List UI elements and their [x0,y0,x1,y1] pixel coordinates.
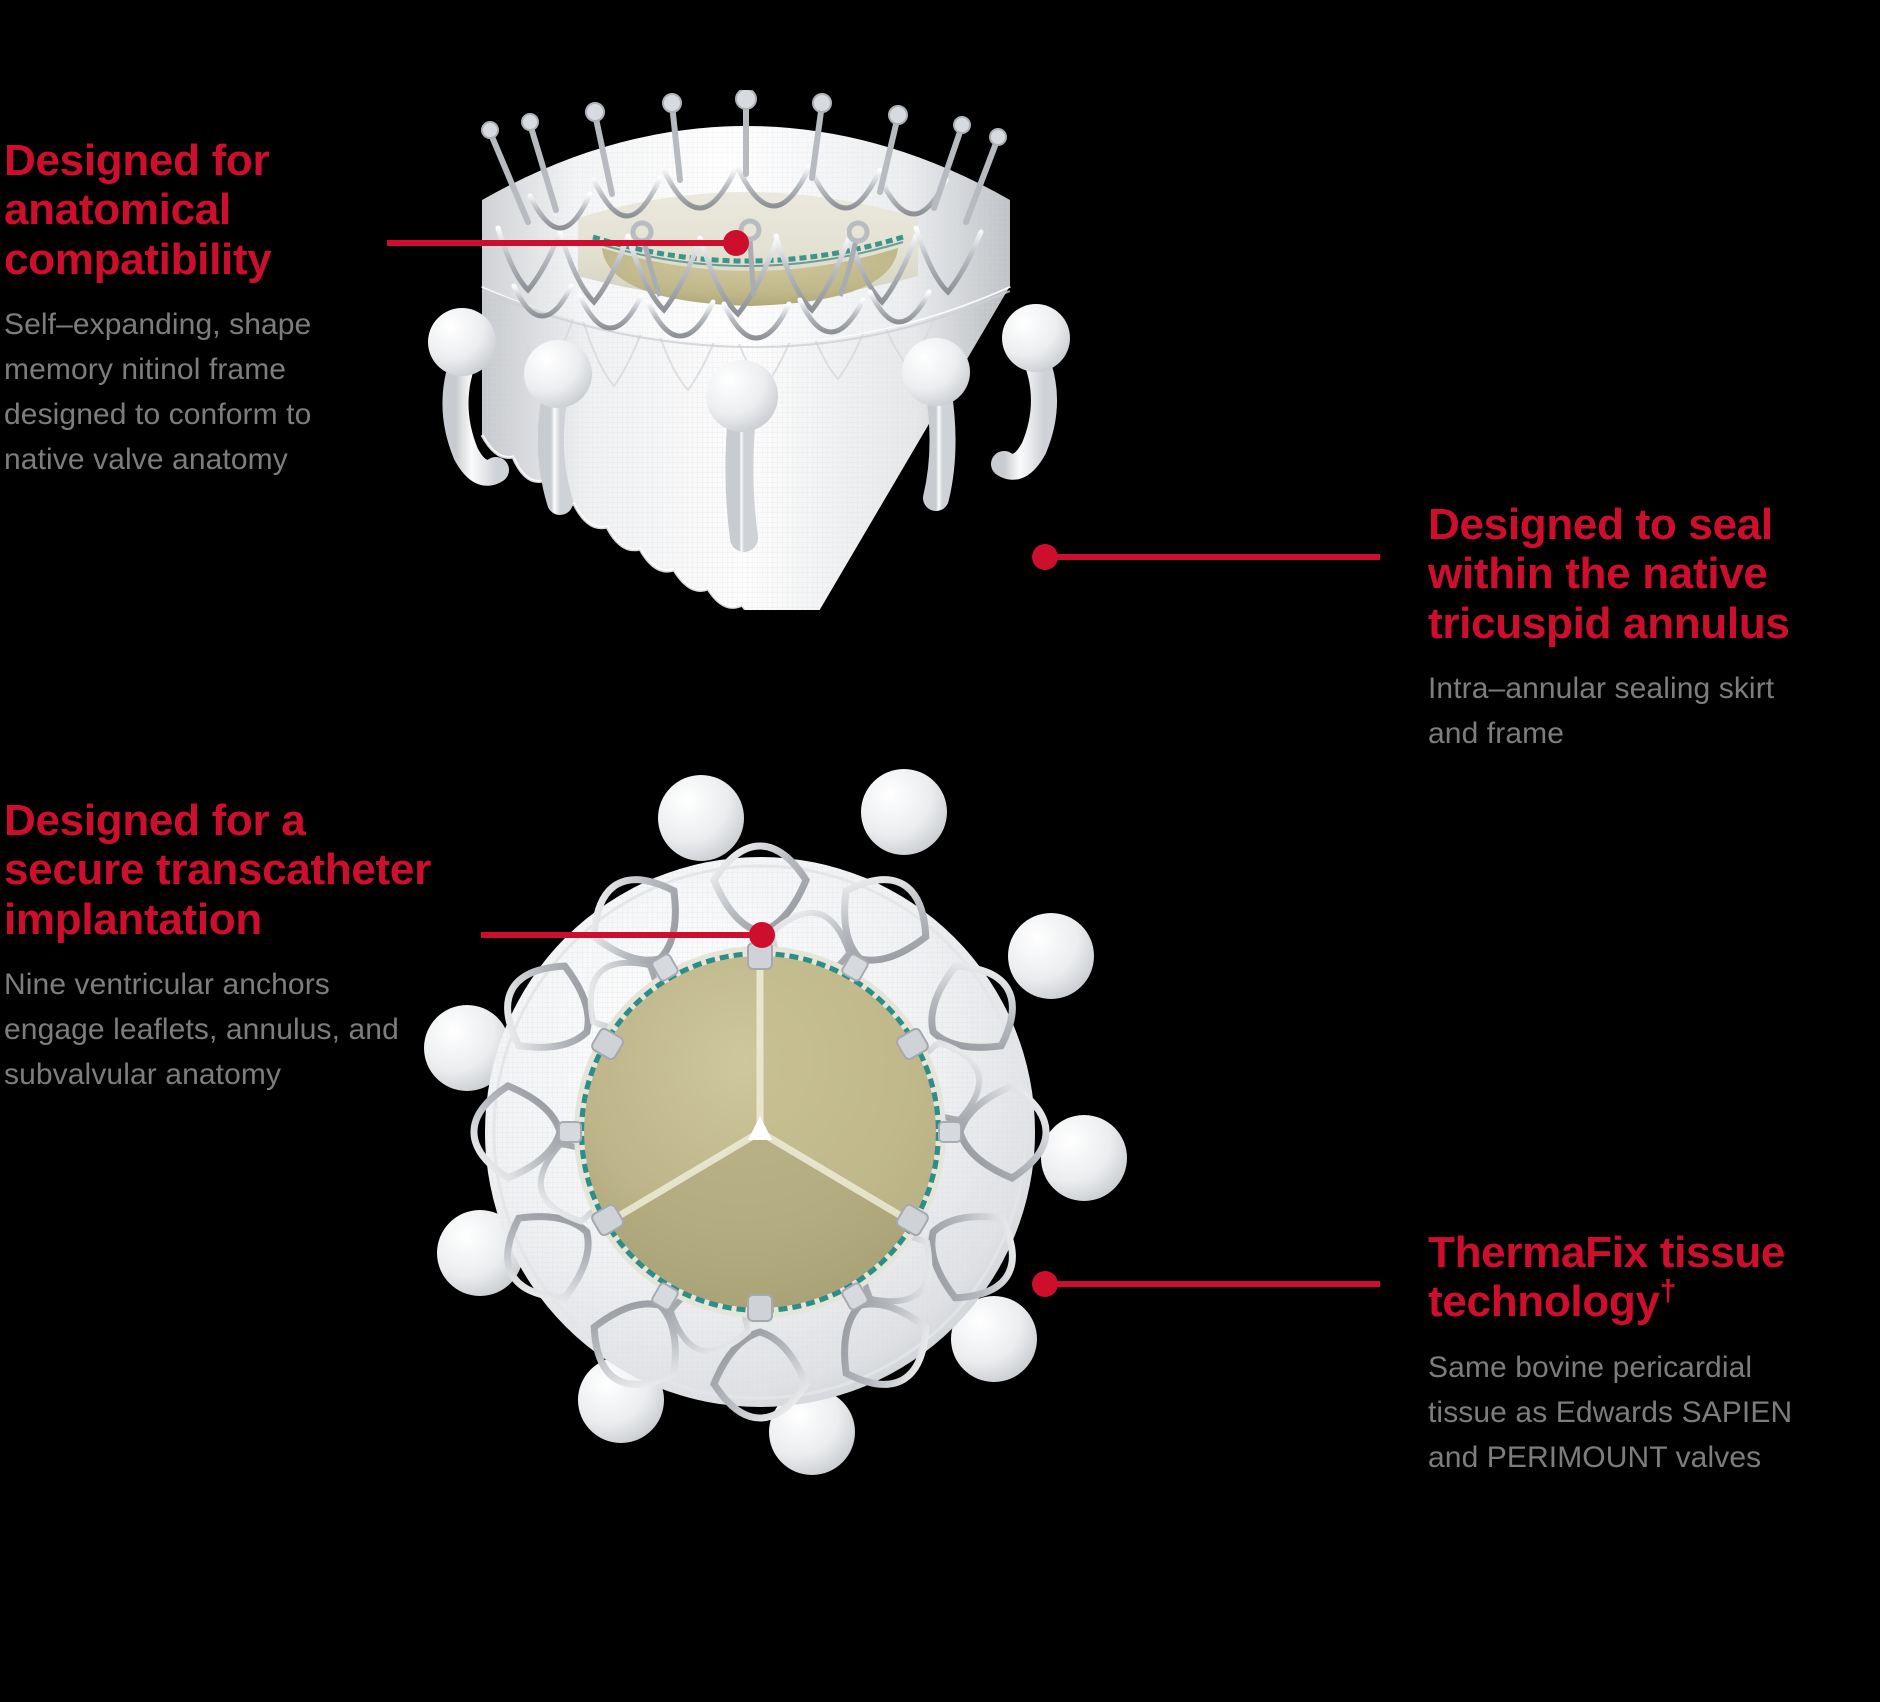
callout-implantation: Designed for a secure transcatheter impl… [4,796,454,1097]
callout-heading: Designed for a secure transcatheter impl… [4,796,431,944]
footnote-dagger-icon: † [1659,1274,1677,1308]
nitinol-frame [470,842,1050,1422]
callout-thermafix: ThermaFix tissue technology† Same bovine… [1428,1228,1858,1480]
callout-heading: Designed to seal within the native tricu… [1428,500,1790,648]
leader-bar [1042,554,1380,560]
callout-anatomical: Designed for anatomical compatibility Se… [4,136,384,482]
leader-dot [1032,544,1058,570]
pericardial-leaflet [584,956,936,1308]
leader-dot [1032,1271,1058,1297]
ventricular-anchor [428,304,1070,552]
callout-body: Nine ventricular anchors engage leaflets… [4,967,399,1091]
leader-bar [481,932,765,938]
device-top-view [390,760,1130,1500]
commissure-post [558,942,962,1322]
suture-ring [592,234,904,264]
delivery-tether [481,90,1007,225]
leader-dot [723,230,749,256]
callout-body: Same bovine pericardial tissue as Edward… [1428,1350,1793,1474]
callout-seal: Designed to seal within the native tricu… [1428,500,1858,756]
callout-heading: Designed for anatomical compatibility [4,136,272,284]
nitinol-frame [495,163,984,341]
leader-bar [1042,1281,1380,1287]
device-side-view [390,90,1110,610]
callout-heading: ThermaFix tissue technology† [1428,1228,1858,1327]
callout-heading-text: ThermaFix tissue technology [1428,1228,1786,1327]
callout-body: Self–expanding, shape memory nitinol fra… [4,307,312,476]
callout-body: Intra–annular sealing skirt and frame [1428,671,1775,750]
leader-bar [387,240,737,246]
leader-dot [749,922,775,948]
